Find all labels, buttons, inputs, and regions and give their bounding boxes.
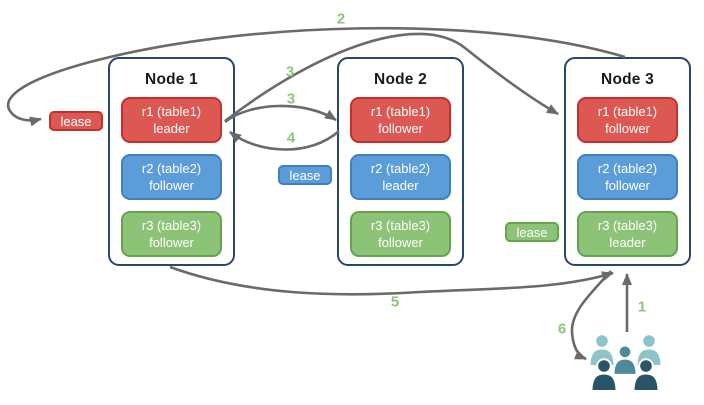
range-role: follower — [378, 121, 423, 136]
arrow-label-step3b: 3 — [286, 90, 296, 108]
range-name: r3 (table3) — [370, 217, 431, 233]
node-1-range-r3: r3 (table3) follower — [121, 211, 222, 257]
range-role: follower — [378, 235, 423, 250]
user-icon — [588, 333, 616, 367]
range-name: r2 (table2) — [370, 160, 431, 176]
range-name: r1 (table1) — [370, 103, 431, 119]
range-role: follower — [605, 121, 650, 136]
lease-badge-r2: lease — [278, 165, 332, 185]
user-icon — [590, 358, 618, 392]
arrow-step4-ack — [229, 130, 340, 151]
node-1-range-r2: r2 (table2) follower — [121, 154, 222, 200]
range-name: r2 (table2) — [141, 160, 202, 176]
arrow-label-step4: 4 — [286, 129, 296, 147]
range-role: leader — [153, 121, 190, 136]
range-name: r3 (table3) — [597, 217, 658, 233]
arrow-label-step3a: 3 — [285, 63, 295, 81]
arrow-step3-replicate-node2 — [224, 104, 337, 124]
node-2-range-r3: r3 (table3) follower — [350, 211, 451, 257]
user-icon — [632, 358, 660, 392]
arrow-step5-forward — [169, 265, 614, 296]
range-role: follower — [149, 178, 194, 193]
range-name: r3 (table3) — [141, 217, 202, 233]
range-name: r1 (table1) — [597, 103, 658, 119]
node-2-range-r1: r1 (table1) follower — [350, 97, 451, 143]
user-icon — [635, 333, 663, 367]
node-2-range-r2: r2 (table2) leader — [350, 154, 451, 200]
users-icon — [588, 333, 663, 392]
node-1-title: Node 1 — [145, 71, 198, 88]
arrow-step2-lease-transfer — [6, 26, 626, 127]
lease-badge-r1: lease — [49, 111, 103, 131]
node-1-range-r1: r1 (table1) leader — [121, 97, 222, 143]
arrow-label-step2: 2 — [336, 10, 346, 28]
range-role: leader — [609, 235, 646, 250]
node-3-range-r3: r3 (table3) leader — [577, 211, 678, 257]
arrow-label-step6: 6 — [557, 320, 567, 338]
node-2: Node 2 r1 (table1) follower r2 (table2) … — [337, 57, 464, 266]
node-3-title: Node 3 — [601, 71, 654, 88]
range-role: follower — [605, 178, 650, 193]
arrow-label-step1: 1 — [637, 298, 647, 316]
user-icon — [612, 344, 638, 376]
range-name: r2 (table2) — [597, 160, 658, 176]
node-3: Node 3 r1 (table1) follower r2 (table2) … — [564, 57, 691, 266]
node-3-range-r1: r1 (table1) follower — [577, 97, 678, 143]
range-role: leader — [382, 178, 419, 193]
node-1: Node 1 r1 (table1) leader r2 (table2) fo… — [108, 57, 235, 266]
node-3-range-r2: r2 (table2) follower — [577, 154, 678, 200]
range-name: r1 (table1) — [141, 103, 202, 119]
range-role: follower — [149, 235, 194, 250]
arrow-label-step5: 5 — [390, 293, 400, 311]
lease-badge-r3: lease — [505, 222, 559, 242]
arrow-step6-response — [570, 270, 612, 361]
node-2-title: Node 2 — [374, 71, 427, 88]
